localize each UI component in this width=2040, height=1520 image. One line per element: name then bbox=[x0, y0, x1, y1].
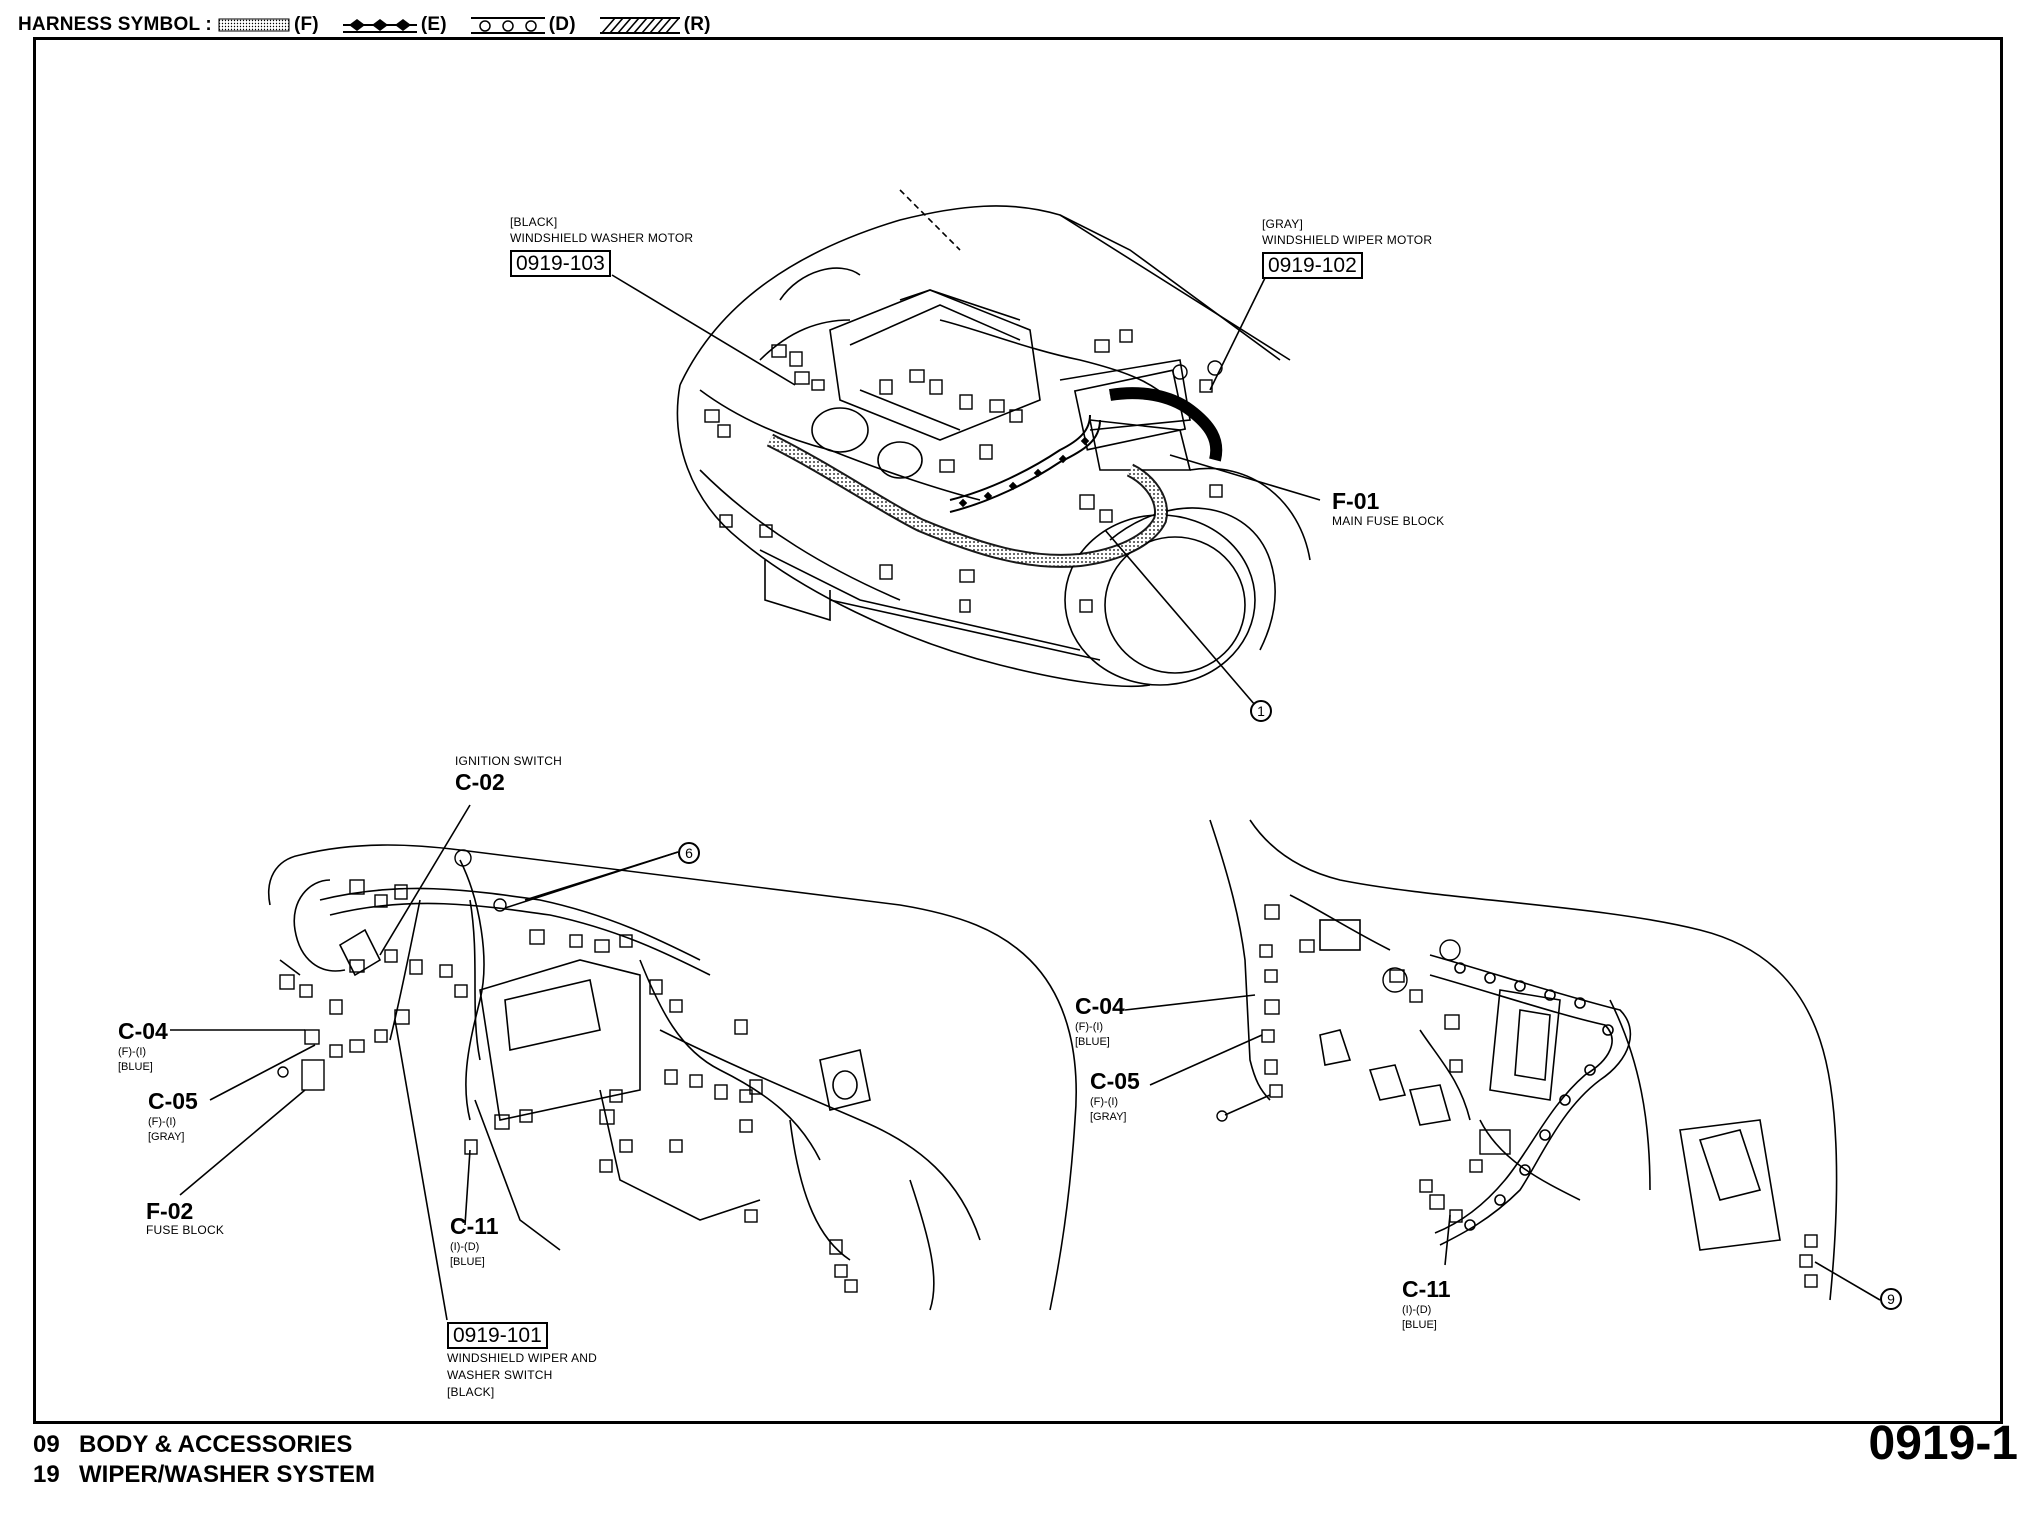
circle-chain-icon bbox=[470, 17, 545, 34]
subsection-name: WIPER/WASHER SYSTEM bbox=[79, 1461, 376, 1488]
right-c04-route: (F)-(I) bbox=[1075, 1021, 1104, 1033]
left-c04-color: [BLUE] bbox=[118, 1061, 153, 1073]
right-c04-color: [BLUE] bbox=[1075, 1036, 1110, 1048]
wiper-motor-ref[interactable]: 0919-102 bbox=[1262, 252, 1363, 279]
main-fuse-block-name: MAIN FUSE BLOCK bbox=[1332, 514, 1445, 528]
left-c05-code: C-05 bbox=[148, 1088, 198, 1114]
ignition-switch-name: IGNITION SWITCH bbox=[455, 754, 562, 768]
left-c04-route: (F)-(I) bbox=[118, 1046, 147, 1058]
wiper-switch-ref[interactable]: 0919-101 bbox=[447, 1322, 548, 1349]
legend-code-d: (D) bbox=[548, 14, 576, 35]
legend-code-r: (R) bbox=[683, 14, 711, 35]
footer-section: 09 BODY & ACCESSORIES 19 WIPER/WASHER SYST… bbox=[33, 1430, 375, 1490]
dash-right-drawing bbox=[1209, 819, 1838, 1301]
section-name: BODY & ACCESSORIES bbox=[79, 1431, 353, 1458]
fuse-block-f02-code: F-02 bbox=[146, 1198, 194, 1224]
wiper-switch-name-line2: WASHER SWITCH bbox=[447, 1368, 553, 1382]
ignition-switch-code: C-02 bbox=[455, 769, 505, 795]
subsection-number: 19 bbox=[33, 1461, 60, 1488]
left-c11-color: [BLUE] bbox=[450, 1256, 485, 1268]
section-number: 09 bbox=[33, 1431, 60, 1458]
main-fuse-block-code: F-01 bbox=[1332, 488, 1380, 514]
callout-1: 1 bbox=[1250, 700, 1272, 722]
diamond-chain-icon bbox=[342, 19, 417, 33]
right-c11-code: C-11 bbox=[1402, 1276, 1451, 1302]
wiper-switch-color: [BLACK] bbox=[447, 1385, 495, 1399]
right-c11-color: [BLUE] bbox=[1402, 1319, 1437, 1331]
hatched-icon bbox=[599, 17, 680, 34]
right-c05-route: (F)-(I) bbox=[1090, 1096, 1119, 1108]
wiper-motor-name: WINDSHIELD WIPER MOTOR bbox=[1262, 233, 1433, 247]
washer-motor-name: WINDSHIELD WASHER MOTOR bbox=[510, 231, 694, 245]
dotted-fill-icon bbox=[218, 18, 290, 32]
left-c11-code: C-11 bbox=[450, 1213, 499, 1239]
left-c05-route: (F)-(I) bbox=[148, 1116, 177, 1128]
legend-code-e: (E) bbox=[420, 14, 447, 35]
page-number: 0919-1 bbox=[1868, 1417, 2018, 1470]
dash-left-drawing bbox=[268, 844, 1077, 1311]
right-c11-route: (I)-(D) bbox=[1402, 1304, 1432, 1316]
legend-title: HARNESS SYMBOL : bbox=[18, 14, 212, 35]
left-c05-color: [GRAY] bbox=[148, 1131, 185, 1143]
washer-motor-color: [BLACK] bbox=[510, 215, 558, 229]
legend-code-f: (F) bbox=[293, 14, 319, 35]
right-c05-color: [GRAY] bbox=[1090, 1111, 1127, 1123]
left-c11-route: (I)-(D) bbox=[450, 1241, 480, 1253]
right-c05-code: C-05 bbox=[1090, 1068, 1140, 1094]
right-c04-code: C-04 bbox=[1075, 993, 1125, 1019]
wiper-switch-name-line1: WINDSHIELD WIPER AND bbox=[447, 1351, 598, 1365]
fuse-block-f02-name: FUSE BLOCK bbox=[146, 1223, 225, 1237]
harness-symbol-legend: HARNESS SYMBOL : (F) (E) (D) (R) bbox=[18, 8, 729, 42]
engine-bay-drawing bbox=[676, 189, 1311, 688]
diagram-frame bbox=[33, 37, 2003, 1424]
left-c04-code: C-04 bbox=[118, 1018, 168, 1044]
harness-d-right bbox=[1429, 954, 1632, 1246]
callout-6: 6 bbox=[678, 842, 700, 864]
callout-9: 9 bbox=[1880, 1288, 1902, 1310]
wiper-motor-color: [GRAY] bbox=[1262, 217, 1303, 231]
washer-motor-ref[interactable]: 0919-103 bbox=[510, 250, 611, 277]
